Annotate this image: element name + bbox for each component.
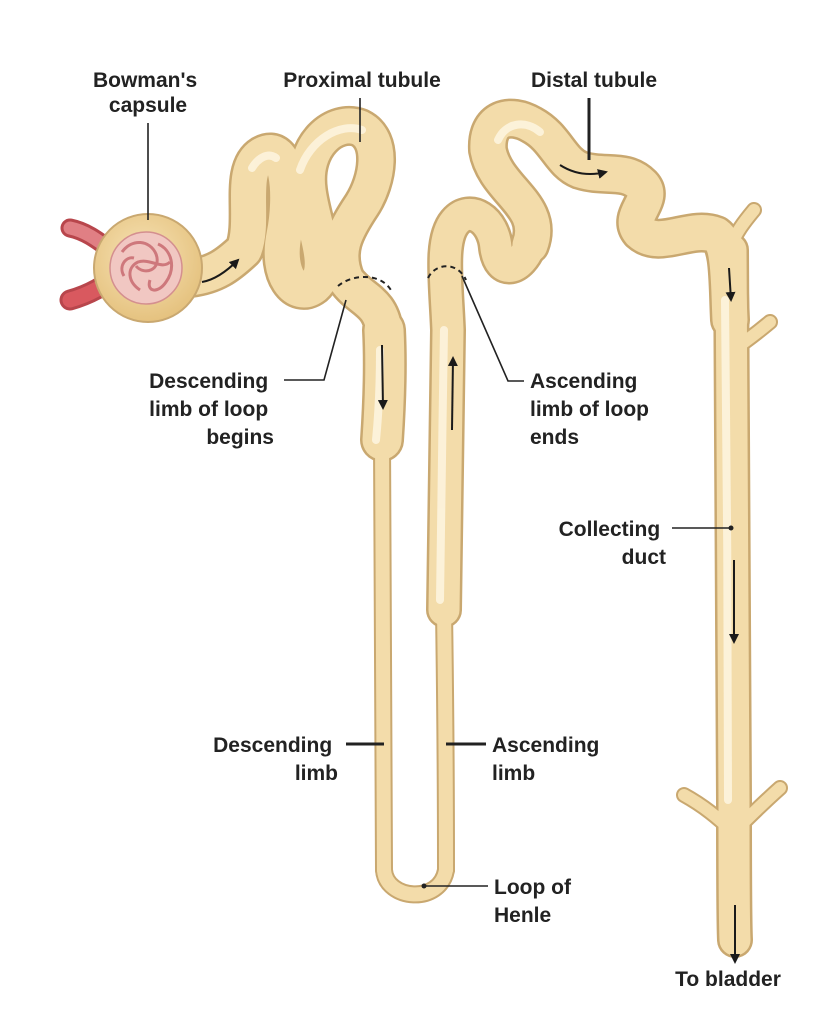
descending-begins-leader	[284, 299, 347, 381]
bowmans-capsule	[93, 213, 203, 323]
label-bowmans-capsule: Bowman's capsule	[93, 69, 203, 117]
label-descending-begins: Descending limb of loop begins	[149, 370, 274, 449]
label-ascending-limb: Ascending limb	[492, 734, 605, 785]
duct-upper-flow-arrow	[725, 267, 736, 302]
label-distal-tubule: Distal tubule	[531, 69, 657, 92]
label-ascending-ends: Ascending limb of loop ends	[530, 370, 655, 449]
label-descending-limb: Descending limb	[213, 734, 338, 785]
label-loop-of-henle: Loop of Henle	[494, 876, 577, 927]
collecting-duct-dot	[728, 525, 734, 531]
glomerulus	[120, 241, 174, 292]
tubule-fill	[172, 101, 786, 956]
capsule-to-proximal-arrow	[201, 258, 240, 283]
label-to-bladder: To bladder	[675, 968, 781, 991]
loop-dot	[421, 883, 427, 889]
label-proximal-tubule: Proximal tubule	[283, 69, 441, 92]
ascending-boundary-dash	[427, 265, 467, 281]
label-collecting-duct: Collecting duct	[559, 518, 666, 569]
distal-flow-arrow	[559, 164, 608, 179]
descending-boundary-dash	[337, 275, 393, 293]
ascending-flow-arrow	[447, 356, 458, 431]
ascending-ends-leader	[461, 275, 524, 382]
descending-flow-arrow	[377, 344, 388, 410]
